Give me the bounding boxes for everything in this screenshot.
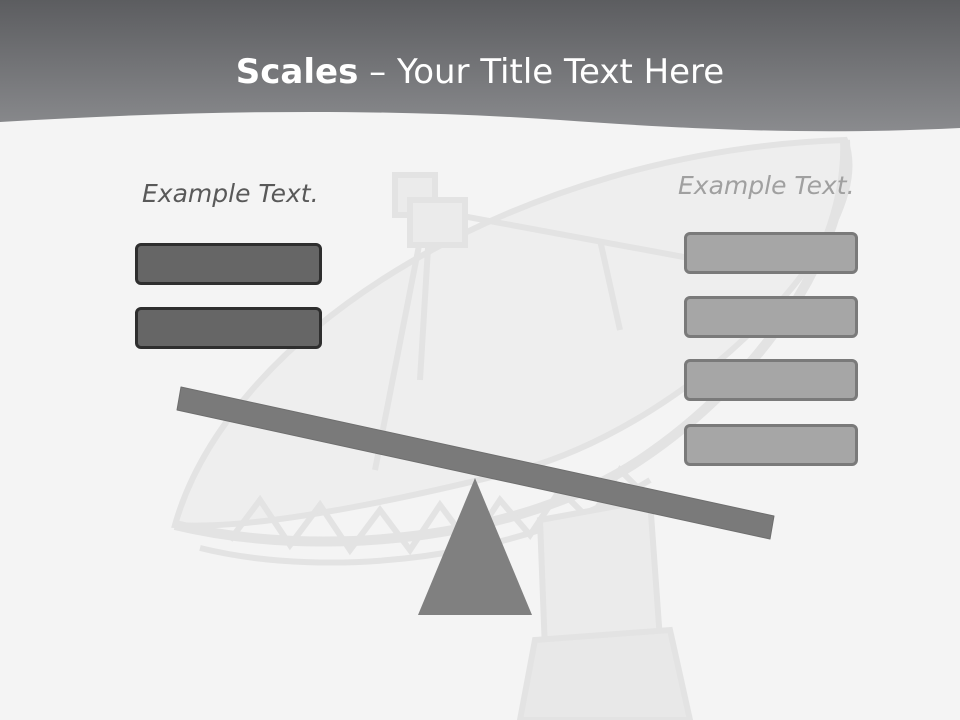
right-box-1 <box>684 232 858 274</box>
right-heading: Example Text. <box>678 171 855 200</box>
right-box-3 <box>684 359 858 401</box>
right-box-4 <box>684 424 858 466</box>
title-rest: – Your Title Text Here <box>358 52 725 92</box>
page-title: Scales – Your Title Text Here <box>0 50 960 94</box>
fulcrum-triangle <box>418 478 532 615</box>
left-heading: Example Text. <box>142 179 319 208</box>
right-box-2 <box>684 296 858 338</box>
left-box-1 <box>135 243 322 285</box>
scale-beam <box>176 386 775 540</box>
header-banner <box>0 0 960 132</box>
title-bold: Scales <box>235 52 359 92</box>
left-box-2 <box>135 307 322 349</box>
